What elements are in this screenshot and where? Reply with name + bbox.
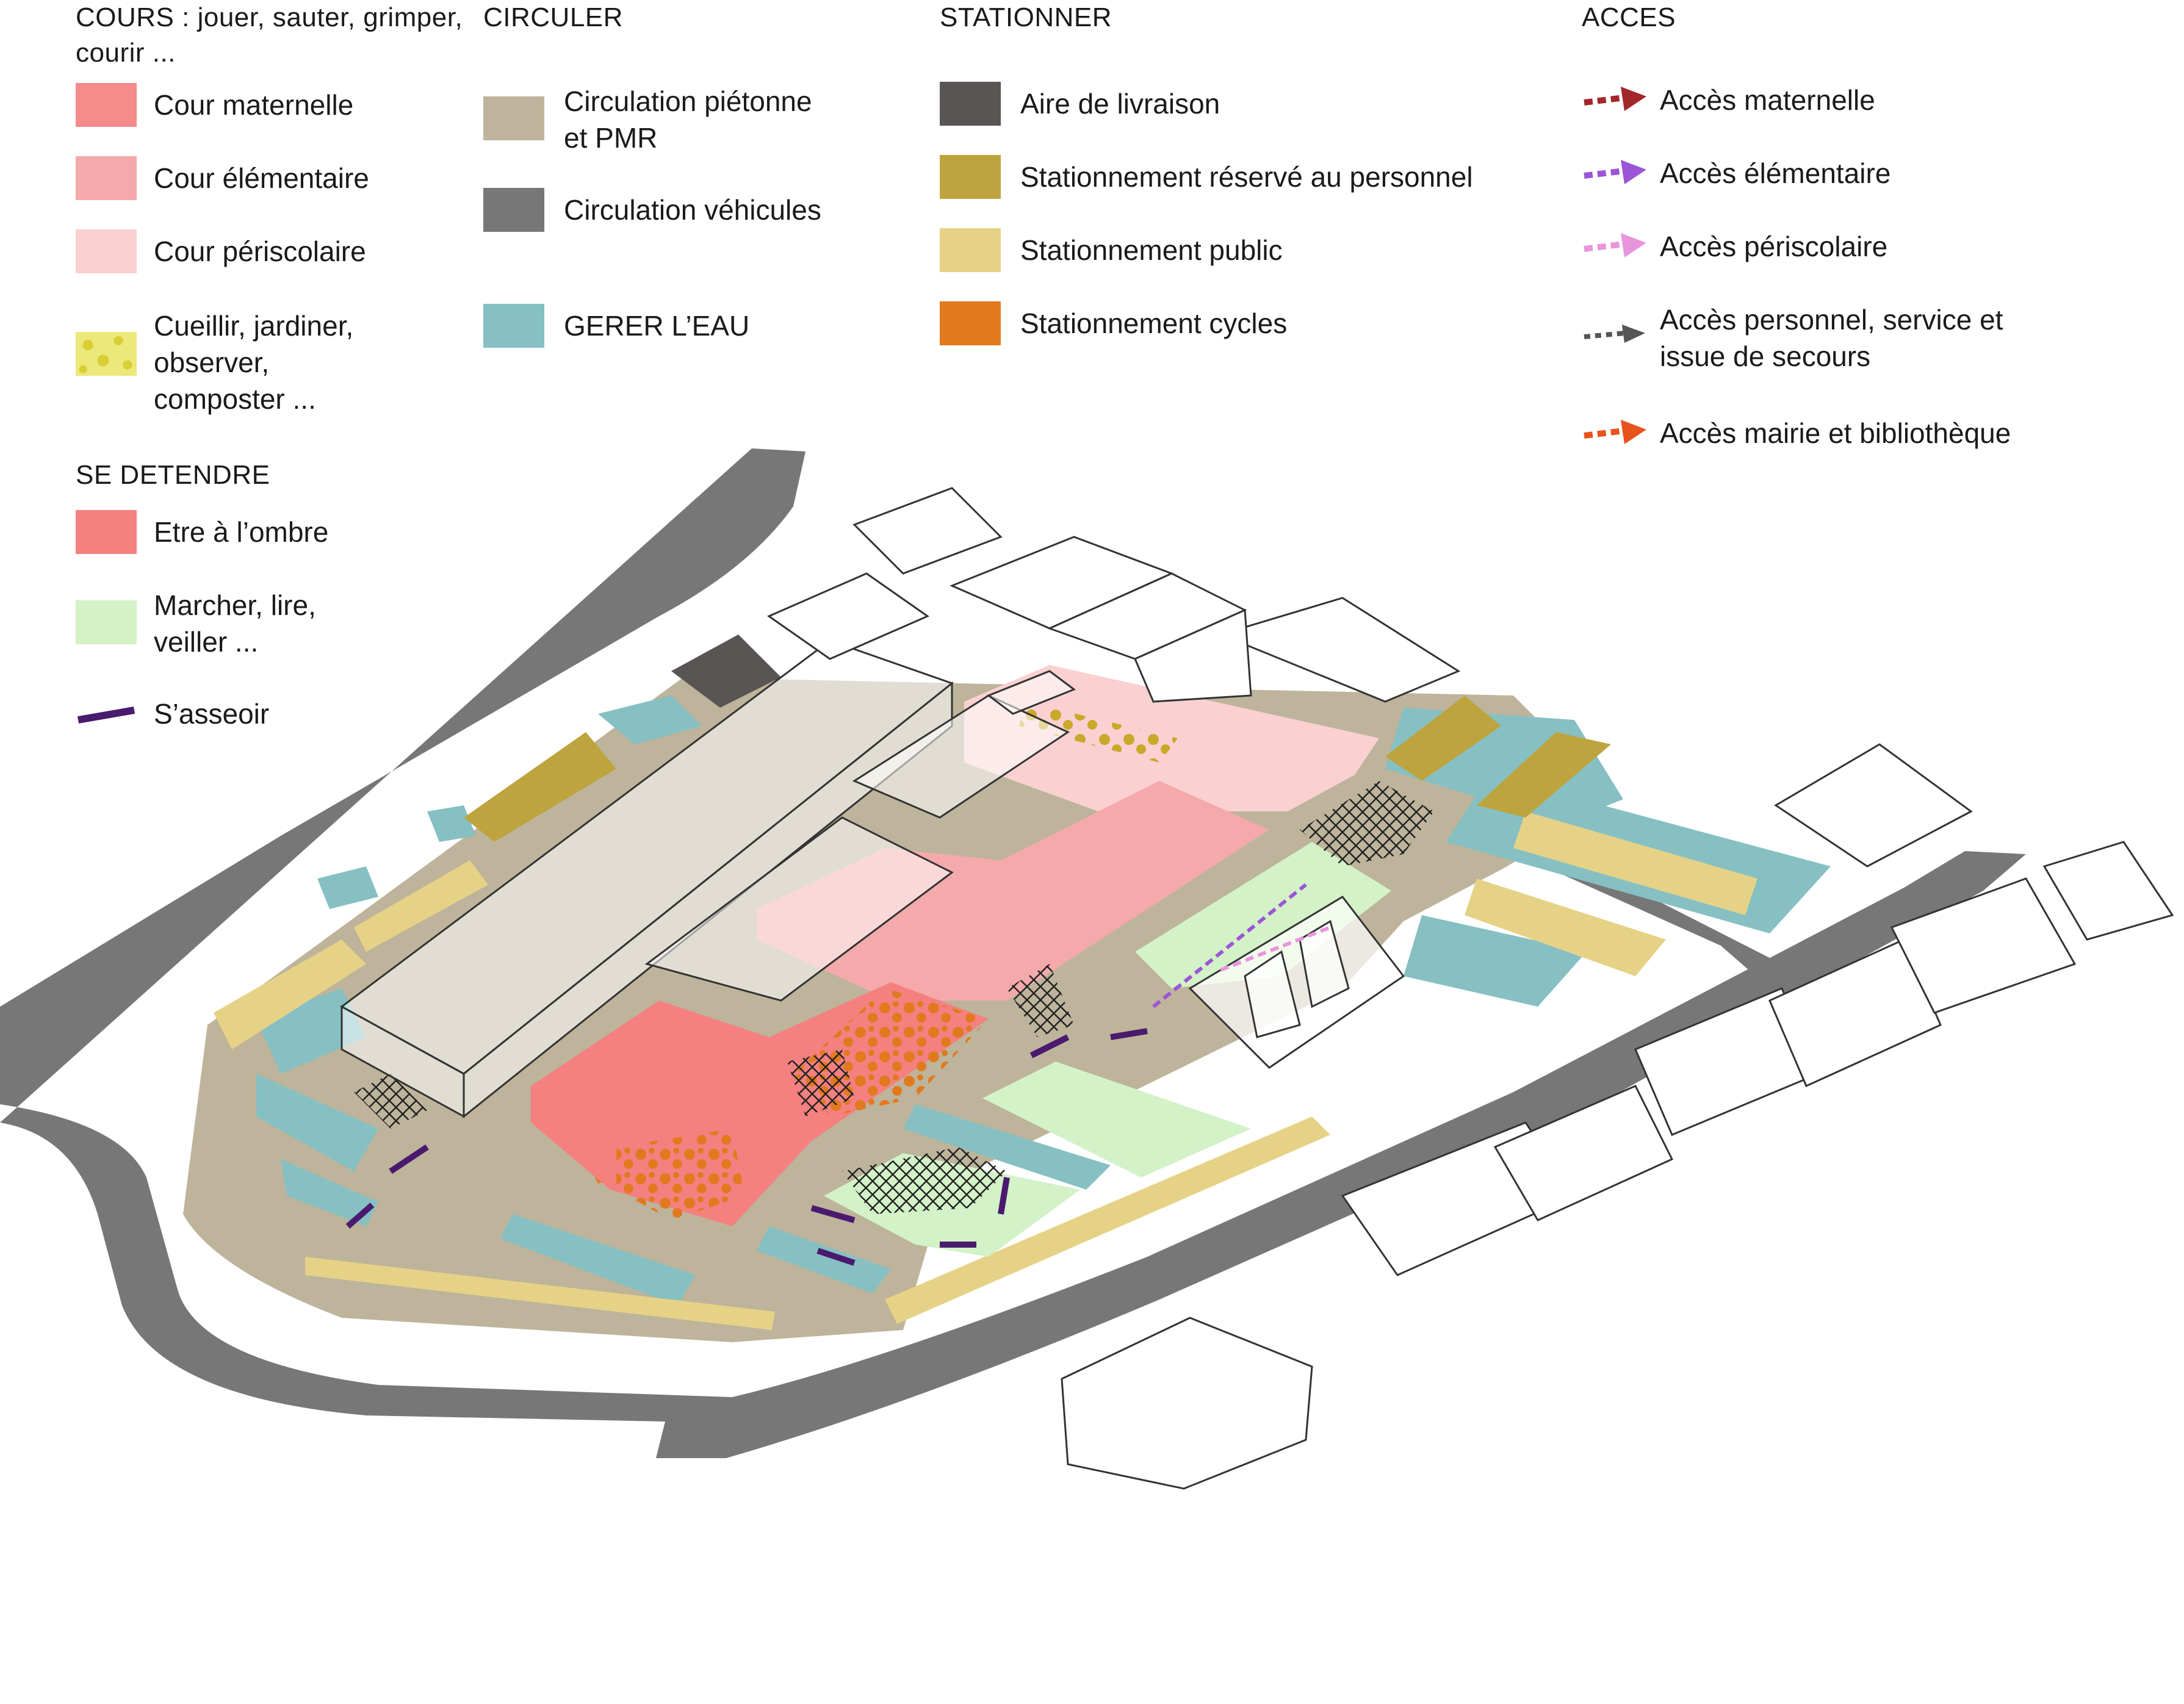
swatch-stationnement-cycles [940, 301, 1001, 345]
arrow-acces-periscolaire-icon [1584, 233, 1646, 257]
legend-heading-circuler: CIRCULER [483, 2, 623, 32]
label-asseoir: S’asseoir [154, 698, 270, 730]
swatch-aire-livraison [940, 82, 1001, 126]
swatch-jardin [76, 332, 137, 376]
shade-zone-2 [616, 1129, 744, 1220]
arrow-acces-maternelle-icon [1584, 87, 1646, 111]
label-acces-maternelle: Accès maternelle [1660, 84, 1875, 116]
legend-heading-se-detendre: SE DETENDRE [76, 460, 270, 490]
east-building [1188, 896, 1405, 1069]
label-marcher-line2: veiller ... [154, 626, 259, 658]
swatch-circulation-pietonne [483, 96, 544, 140]
label-acces-periscolaire: Accès périscolaire [1660, 231, 1888, 262]
label-marcher-line1: Marcher, lire, [154, 589, 316, 621]
arrow-acces-elementaire-icon [1584, 160, 1646, 184]
swatch-asseoir [77, 706, 135, 724]
plan-access-arrows [1152, 883, 1332, 1008]
label-acces-mairie: Accès mairie et bibliothèque [1660, 417, 2011, 449]
cour-elementaire [757, 781, 1269, 1001]
south-houses [1061, 743, 2174, 1490]
hatch-areas [354, 781, 1434, 1214]
swatch-cour-maternelle [76, 83, 137, 127]
label-acces-personnel-line1: Accès personnel, service et [1660, 304, 2003, 336]
label-circulation-vehicules: Circulation véhicules [564, 194, 821, 226]
road-west [0, 448, 805, 1458]
school-building [340, 639, 1076, 1119]
site-plan-map [0, 448, 2174, 1490]
swatch-cour-periscolaire [76, 229, 137, 273]
garden-zone [1019, 702, 1178, 763]
legend-heading-cours-line2: courir ... [76, 38, 176, 68]
arrow-acces-personnel-icon [1584, 325, 1645, 343]
label-cour-periscolaire: Cour périscolaire [154, 235, 366, 267]
label-stationnement-cycles: Stationnement cycles [1020, 307, 1288, 339]
arrow-acces-mairie-icon [1584, 420, 1646, 444]
label-gerer-eau: GERER L’EAU [564, 310, 750, 342]
road-south [656, 851, 2026, 1458]
swatch-stationnement-personnel [940, 155, 1001, 199]
swatch-circulation-vehicules [483, 188, 544, 232]
label-jardin-line3: composter ... [154, 383, 316, 415]
label-stationnement-public: Stationnement public [1020, 234, 1283, 266]
label-ombre: Etre à l’ombre [154, 516, 329, 548]
label-cour-maternelle: Cour maternelle [154, 89, 354, 121]
legend-heading-stationner: STATIONNER [940, 2, 1112, 32]
label-jardin-line2: observer, [154, 347, 270, 378]
label-circulation-pietonne-line2: et PMR [564, 122, 658, 154]
label-acces-elementaire: Accès élémentaire [1660, 157, 1891, 189]
legend-heading-cours-line1: COURS : jouer, sauter, grimper, [76, 2, 463, 32]
label-stationnement-personnel: Stationnement réservé au personnel [1020, 161, 1473, 193]
parking-personnel [464, 696, 1611, 842]
north-houses [766, 487, 1461, 703]
swatch-cour-elementaire [76, 156, 137, 200]
benches [345, 1028, 1148, 1266]
legend-heading-cours: COURS : jouer, sauter, grimper, courir .… [76, 0, 463, 71]
label-cour-elementaire: Cour élémentaire [154, 162, 369, 194]
label-jardin-line1: Cueillir, jardiner, [154, 310, 354, 342]
swatch-gerer-eau [483, 304, 544, 348]
label-circulation-pietonne-line1: Circulation piétonne [564, 85, 812, 117]
label-acces-personnel-line2: issue de secours [1660, 340, 1871, 372]
swatch-marcher [76, 600, 137, 644]
label-aire-livraison: Aire de livraison [1020, 88, 1220, 120]
legend-heading-acces: ACCES [1582, 2, 1676, 32]
parking-public [214, 811, 1757, 1330]
swatch-ombre [76, 510, 137, 554]
delivery-area [671, 635, 781, 708]
swatch-stationnement-public [940, 228, 1001, 272]
